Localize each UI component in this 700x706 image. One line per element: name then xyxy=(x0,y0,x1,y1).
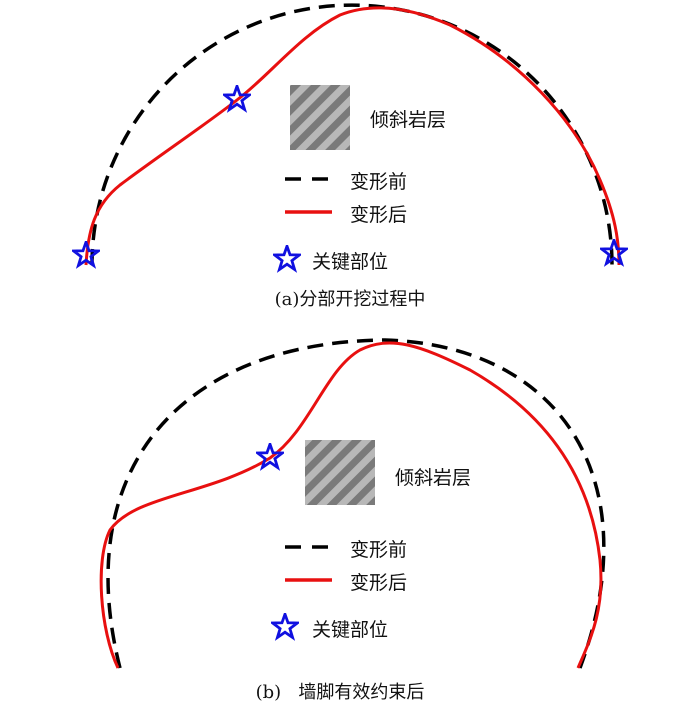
legend-before-label: 变形前 xyxy=(350,171,408,193)
rock-layer-label: 倾斜岩层 xyxy=(370,109,447,131)
panel-b xyxy=(99,338,606,669)
inclined-rock-hatch-swatch xyxy=(305,440,375,505)
after-deformation-curve-a xyxy=(84,6,621,266)
caption-b: (b) 墙脚有效约束后 xyxy=(255,682,425,703)
legend-key-star-icon xyxy=(273,245,301,271)
before-deformation-curve-b xyxy=(106,338,606,669)
panel-a xyxy=(72,3,628,271)
legend-key-label: 关键部位 xyxy=(312,251,389,273)
rock-layer-label: 倾斜岩层 xyxy=(395,467,472,489)
legend-before-label: 变形前 xyxy=(350,539,408,561)
key-point-star-icon xyxy=(600,239,628,265)
after-deformation-curve-b xyxy=(99,341,603,669)
legend-key-label: 关键部位 xyxy=(312,619,389,641)
caption-a: (a)分部开挖过程中 xyxy=(274,289,426,310)
legend-after-label: 变形后 xyxy=(350,204,408,226)
legend-after-label: 变形后 xyxy=(350,572,408,594)
legend-key-star-icon xyxy=(271,613,299,639)
inclined-rock-hatch-swatch xyxy=(290,85,350,150)
